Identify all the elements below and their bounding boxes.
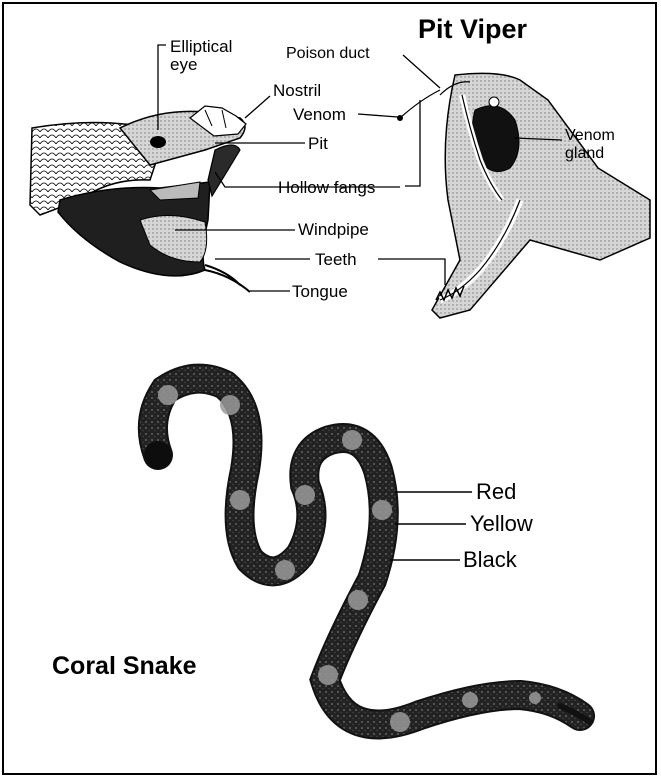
label-venom-gland-line2: gland	[565, 146, 604, 162]
label-venom: Venom	[293, 106, 346, 123]
coral-snake-title: Coral Snake	[52, 652, 197, 681]
label-teeth: Teeth	[315, 251, 357, 268]
viper-skull-illustration	[397, 73, 650, 318]
coral-leader-lines	[390, 492, 472, 560]
coral-snake-illustration	[144, 379, 590, 732]
viper-head-illustration	[30, 106, 250, 292]
label-band-yellow: Yellow	[470, 511, 533, 537]
label-pit: Pit	[308, 135, 328, 152]
label-elliptical-eye-line1: Elliptical	[170, 38, 232, 55]
label-elliptical-eye-line2: eye	[170, 56, 197, 73]
label-band-black: Black	[463, 547, 517, 573]
label-band-red: Red	[476, 479, 516, 505]
label-venom-gland-line1: Venom	[565, 128, 615, 144]
pit-viper-title: Pit Viper	[418, 14, 527, 45]
label-nostril: Nostril	[273, 82, 321, 99]
label-windpipe: Windpipe	[298, 221, 369, 238]
label-hollow-fangs: Hollow fangs	[278, 179, 375, 196]
label-poison-duct: Poison duct	[286, 46, 370, 62]
label-tongue: Tongue	[292, 283, 348, 300]
